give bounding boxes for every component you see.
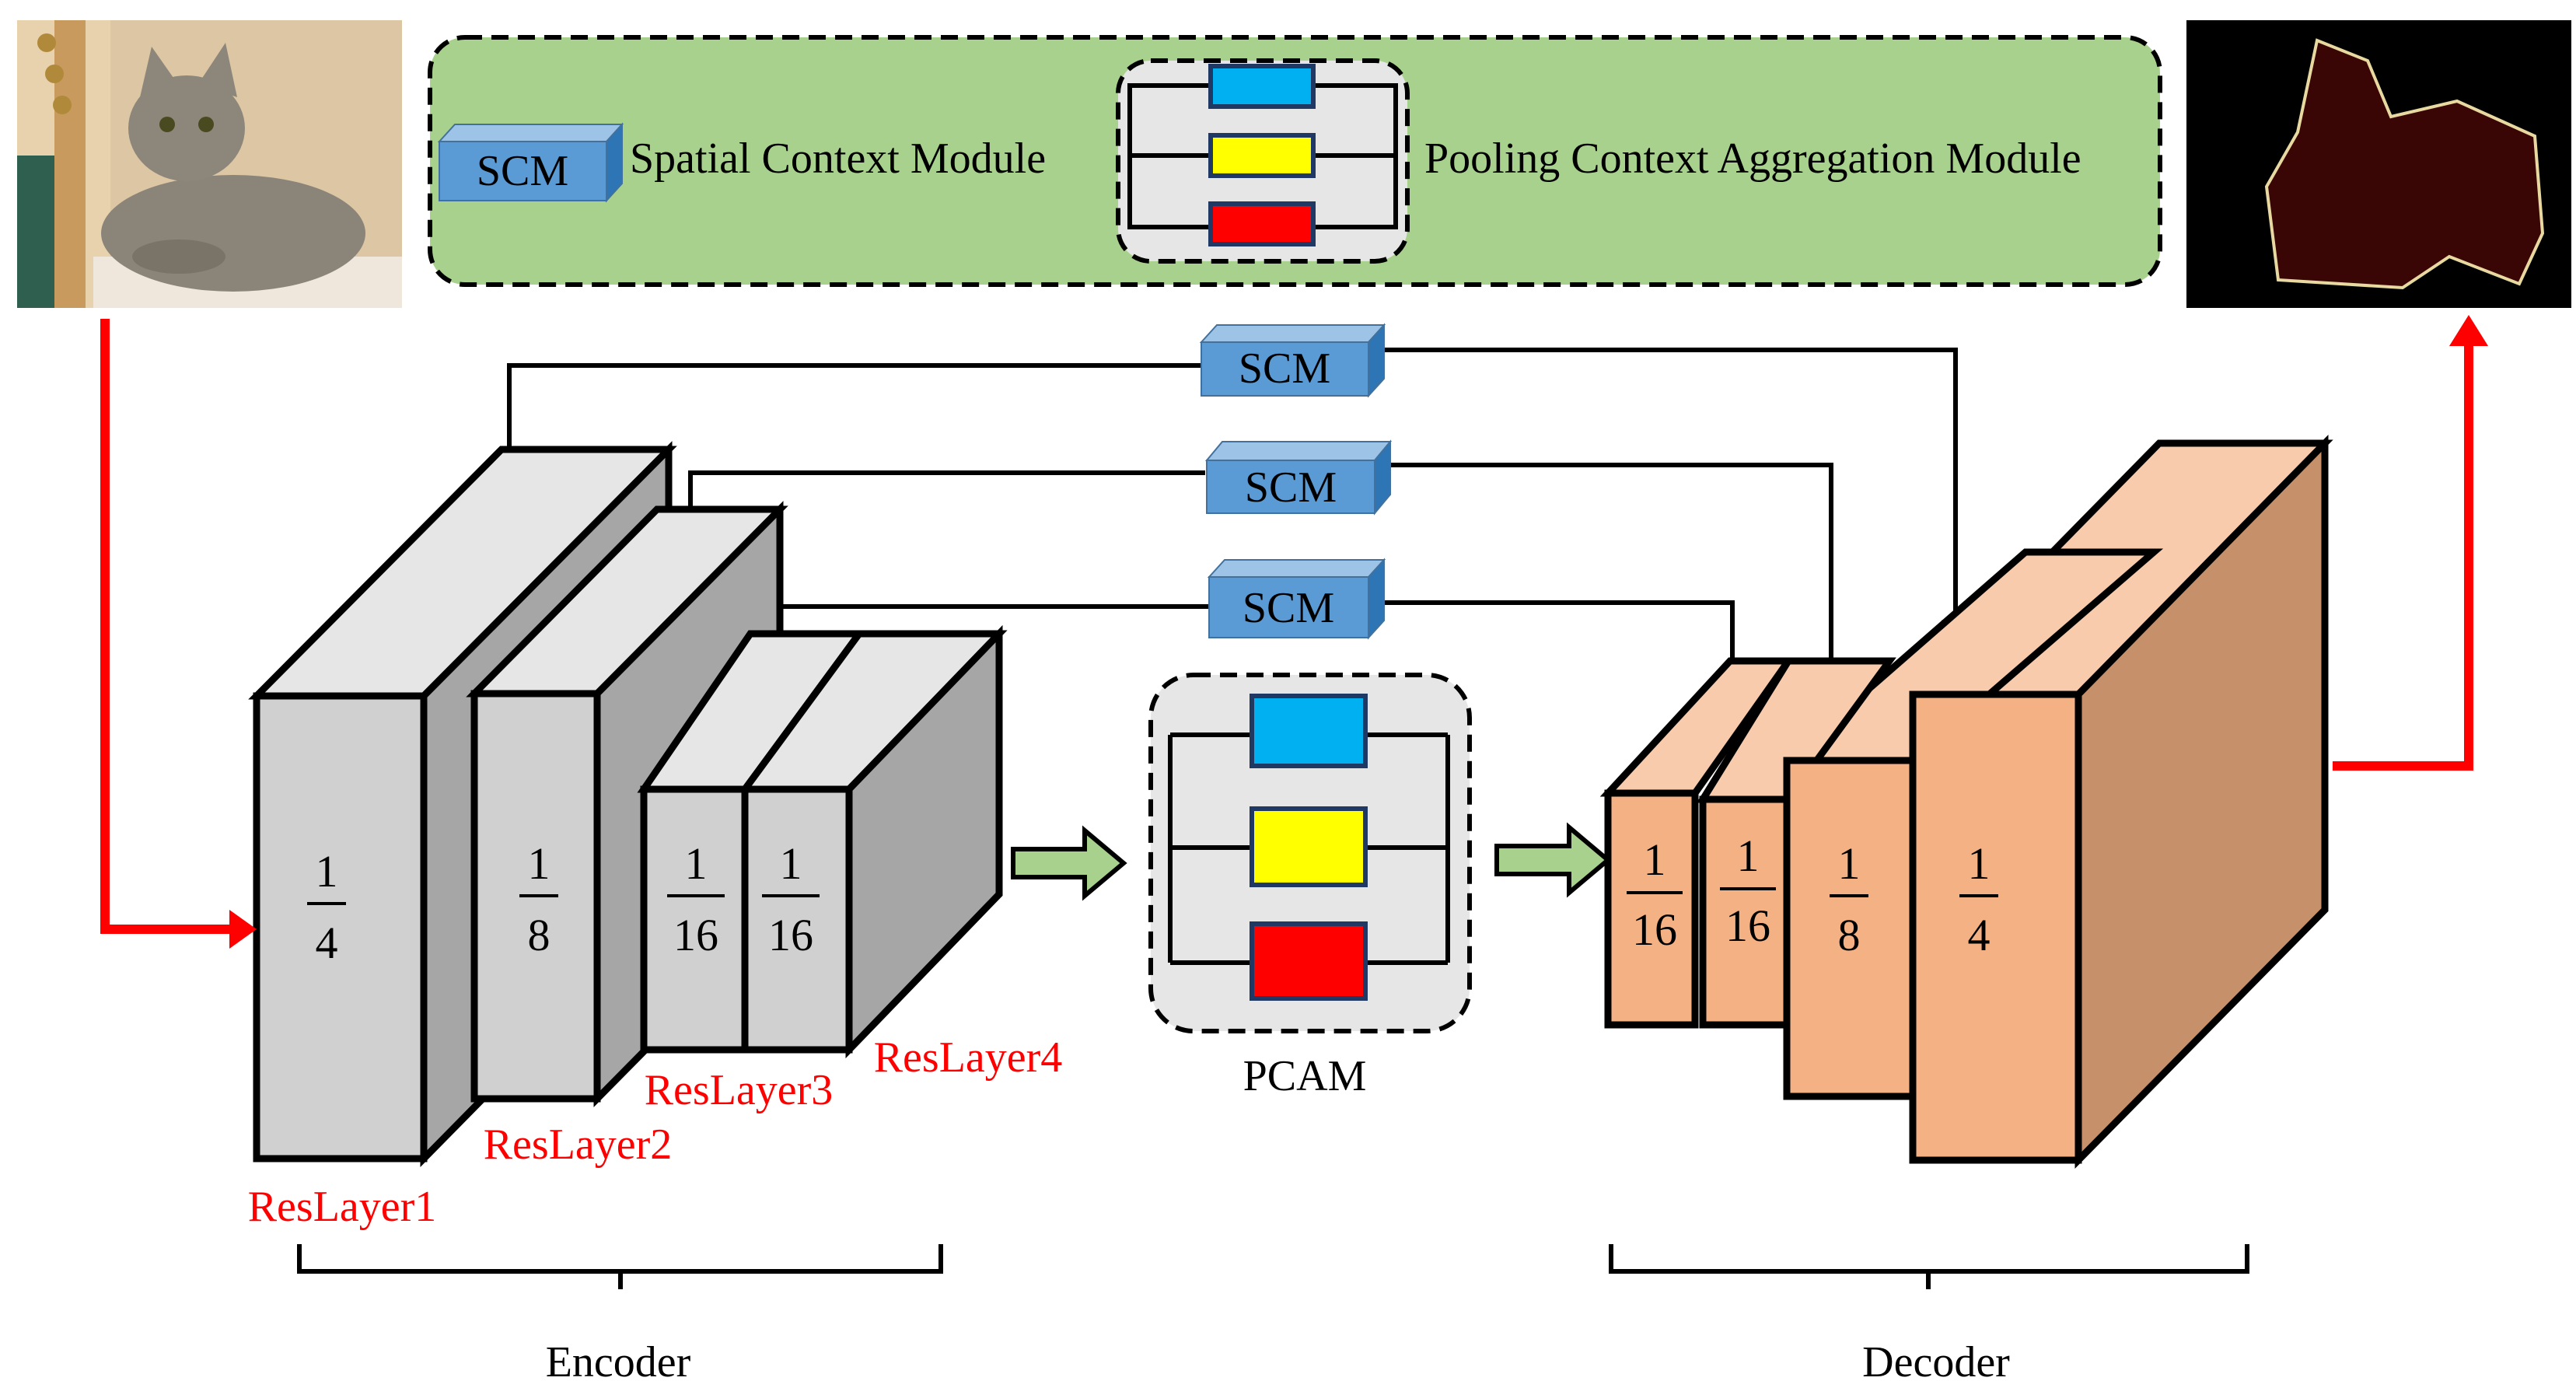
- svg-text:1: 1: [1968, 838, 1991, 889]
- legend-scm-text: Spatial Context Module: [630, 135, 1046, 183]
- cat-photo-icon: [17, 20, 402, 308]
- decoder-fraction-3: 1 8: [1830, 838, 1868, 960]
- svg-text:1: 1: [528, 838, 551, 889]
- segmentation-mask-icon: [2186, 20, 2571, 308]
- svg-text:16: 16: [768, 910, 813, 960]
- pcam-cyan-branch: [1250, 694, 1368, 768]
- svg-text:8: 8: [528, 910, 551, 960]
- decoder-fraction-4: 1 4: [1959, 838, 1998, 960]
- pcam-red-branch: [1250, 921, 1368, 1001]
- svg-text:1: 1: [685, 838, 708, 889]
- green-arrow-encoder-to-pcam: [1011, 825, 1127, 901]
- legend-scm-box: SCM: [437, 122, 624, 203]
- decoder-brace: [1609, 1244, 2249, 1289]
- decoder-fraction-1: 1 16: [1627, 834, 1683, 955]
- decoder-block-3-front: [1783, 757, 1917, 1100]
- legend-pcam-icon: [1116, 58, 1410, 264]
- decoder-fraction-2: 1 16: [1720, 830, 1776, 951]
- decoder-caption: Decoder: [1862, 1338, 2010, 1386]
- encoder-block-4: [738, 624, 1008, 1059]
- red-input-arrow: [100, 319, 257, 949]
- reslayer3-label: ResLayer3: [645, 1066, 834, 1114]
- svg-text:1: 1: [780, 838, 802, 889]
- svg-text:16: 16: [1632, 904, 1677, 955]
- encoder-fraction-3: 1 16: [667, 838, 725, 960]
- svg-text:8: 8: [1838, 910, 1861, 960]
- encoder-fraction-1: 1 4: [307, 846, 346, 968]
- decoder-block-1: [1599, 657, 1795, 1029]
- svg-text:1: 1: [1838, 838, 1861, 889]
- encoder-brace: [297, 1244, 943, 1289]
- scm-box-1: SCM: [1199, 323, 1386, 398]
- svg-text:1: 1: [1644, 834, 1666, 885]
- svg-text:1: 1: [316, 846, 338, 897]
- svg-text:1: 1: [1737, 830, 1760, 881]
- pcam-module: [1148, 673, 1472, 1033]
- legend-panel: SCM Spatial Context Module Pooling Conte…: [428, 35, 2162, 287]
- encoder-fraction-2: 1 8: [519, 838, 558, 960]
- reslayer4-label: ResLayer4: [874, 1033, 1063, 1082]
- red-output-arrow: [2333, 315, 2488, 771]
- scm-label-1: SCM: [1239, 344, 1330, 393]
- legend-pcam-text: Pooling Context Aggregation Module: [1424, 135, 2081, 183]
- svg-text:4: 4: [1968, 910, 1991, 960]
- svg-text:16: 16: [1725, 900, 1770, 951]
- green-arrow-pcam-to-decoder: [1494, 822, 1612, 898]
- reslayer1-label: ResLayer1: [248, 1183, 437, 1231]
- pcam-yellow-branch: [1250, 806, 1368, 887]
- encoder-fraction-4: 1 16: [762, 838, 820, 960]
- scm-label-2: SCM: [1245, 463, 1337, 512]
- scm-box-3: SCM: [1207, 558, 1386, 640]
- pcam-caption: PCAM: [1243, 1052, 1367, 1100]
- scm-box-2: SCM: [1204, 439, 1393, 516]
- scm-label-3: SCM: [1243, 584, 1334, 632]
- svg-text:16: 16: [673, 910, 718, 960]
- svg-text:4: 4: [316, 918, 338, 968]
- legend-scm-label: SCM: [477, 147, 568, 195]
- encoder-caption: Encoder: [546, 1338, 691, 1386]
- decoder-block-4-front: [1909, 691, 2082, 1164]
- reslayer2-label: ResLayer2: [484, 1121, 673, 1169]
